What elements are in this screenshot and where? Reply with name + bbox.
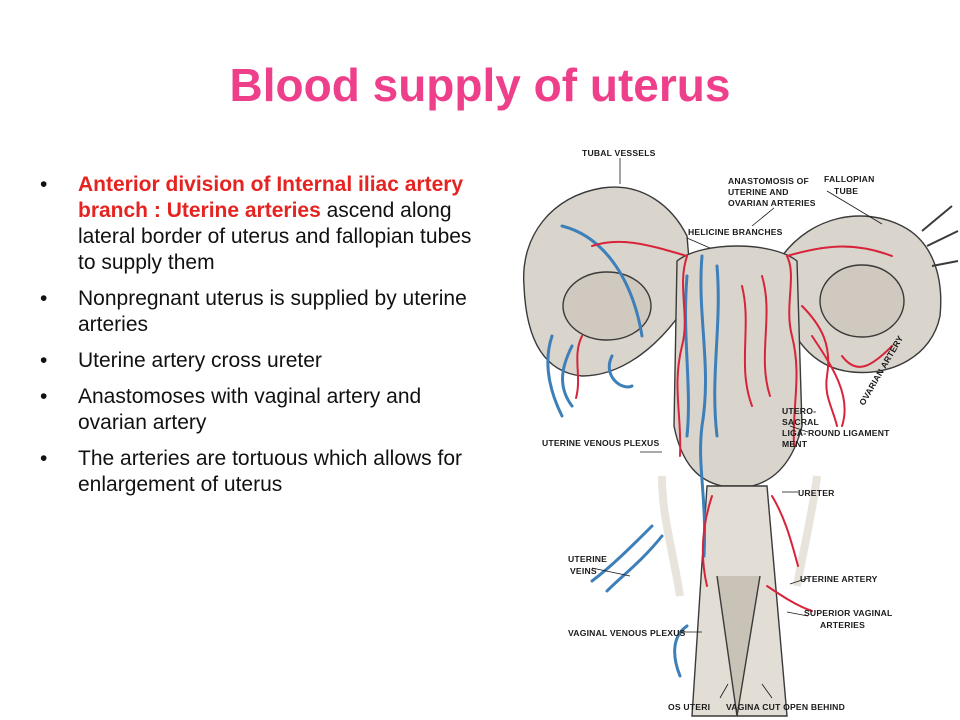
bullet-item: The arteries are tortuous which allows f…	[40, 446, 480, 498]
bullet-text: Anastomoses with vaginal artery and ovar…	[78, 385, 422, 434]
bullet-text: Uterine artery cross ureter	[78, 349, 322, 372]
label-superior-vaginal-line1: SUPERIOR VAGINAL	[804, 608, 893, 618]
bullet-item: Anastomoses with vaginal artery and ovar…	[40, 384, 480, 436]
bullet-item: Uterine artery cross ureter	[40, 348, 480, 374]
label-anastomosis-line1: ANASTOMOSIS OF	[728, 176, 809, 186]
label-helicine-branches: HELICINE BRANCHES	[688, 227, 783, 237]
right-ovary	[819, 264, 905, 338]
label-uterine-veins-line2: VEINS	[570, 566, 597, 576]
label-uterine-artery: UTERINE ARTERY	[800, 574, 878, 584]
venous-network	[546, 224, 720, 678]
label-utero-sacral-line3: LIGA-	[782, 428, 806, 438]
label-vaginal-venous-plexus: VAGINAL VENOUS PLEXUS	[568, 628, 686, 638]
bullet-item: Anterior division of Internal iliac arte…	[40, 172, 480, 276]
bullet-text: Nonpregnant uterus is supplied by uterin…	[78, 287, 467, 336]
label-utero-sacral-line4: MENT	[782, 439, 808, 449]
bullet-item: Nonpregnant uterus is supplied by uterin…	[40, 286, 480, 338]
bullet-list: Anterior division of Internal iliac arte…	[40, 172, 480, 508]
label-vagina-cut-open: VAGINA CUT OPEN BEHIND	[726, 702, 845, 712]
uterus-blood-supply-illustration: TUBAL VESSELS ANASTOMOSIS OF UTERINE AND…	[512, 136, 960, 720]
anatomy-drawing	[523, 186, 959, 717]
bullet-text: The arteries are tortuous which allows f…	[78, 447, 462, 496]
label-uterine-veins-line1: UTERINE	[568, 554, 607, 564]
label-round-ligament: ROUND LIGAMENT	[808, 428, 890, 438]
left-ovary	[562, 271, 652, 341]
label-utero-sacral-line1: UTERO-	[782, 406, 816, 416]
label-uterine-venous-plexus: UTERINE VENOUS PLEXUS	[542, 438, 659, 448]
uterus-body	[673, 245, 803, 487]
vagina-opening	[716, 575, 761, 717]
label-anastomosis-line2: UTERINE AND	[728, 187, 789, 197]
label-fallopian-line2: TUBE	[834, 186, 858, 196]
arterial-network	[575, 240, 893, 612]
label-fallopian-line1: FALLOPIAN	[824, 174, 875, 184]
label-anastomosis-line3: OVARIAN ARTERIES	[728, 198, 816, 208]
label-tubal-vessels: TUBAL VESSELS	[582, 148, 656, 158]
bullet-highlight-uterine-arteries: Uterine arteries	[166, 199, 321, 222]
label-utero-sacral-line2: SACRAL	[782, 417, 819, 427]
right-ureter	[793, 475, 821, 587]
label-ureter: URETER	[798, 488, 835, 498]
leader-lines	[591, 158, 883, 699]
slide-title: Blood supply of uterus	[229, 59, 731, 111]
right-fimbriae	[921, 205, 959, 267]
bullet-highlight: Anterior division of Internal iliac arte…	[78, 173, 464, 222]
bullet-text: ascend along lateral border of uterus an…	[78, 199, 472, 274]
left-ureter	[658, 475, 684, 597]
figure-labels: TUBAL VESSELS ANASTOMOSIS OF UTERINE AND…	[542, 148, 905, 712]
label-superior-vaginal-line2: ARTERIES	[820, 620, 865, 630]
label-os-uteri: OS UTERI	[668, 702, 710, 712]
